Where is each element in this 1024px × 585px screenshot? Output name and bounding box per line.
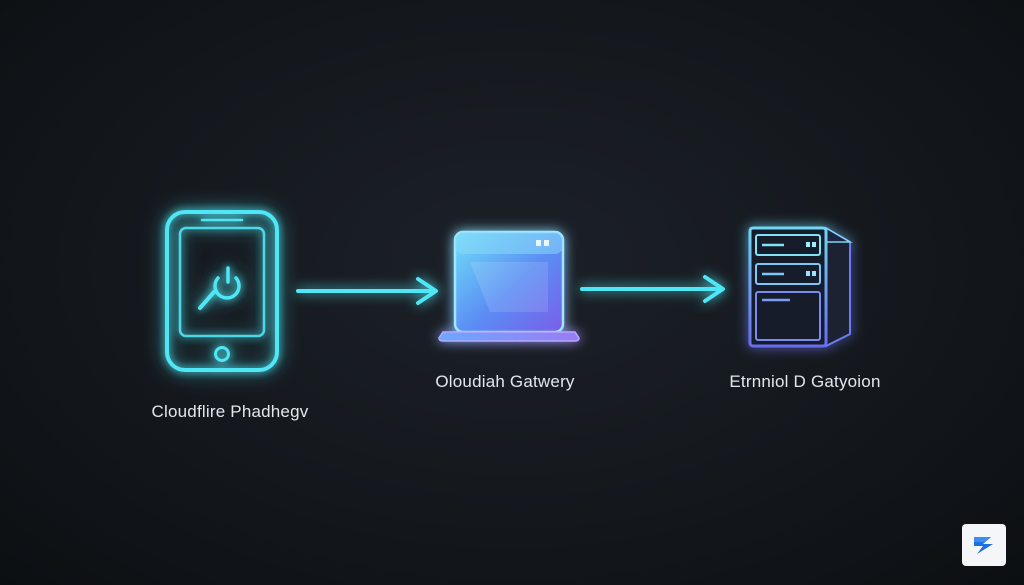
- phone-node-label: Cloudflire Phadhegv: [151, 402, 309, 421]
- zap-logo-glyph: [974, 537, 993, 554]
- smartphone-icon: [165, 210, 279, 372]
- laptop-icon: [438, 230, 580, 342]
- zap-logo-icon: [962, 524, 1006, 566]
- gateway-node-label: Oloudiah Gatwery: [435, 372, 575, 391]
- arrow-gateway-to-server: [580, 275, 725, 303]
- server-node-label: Etrnniol D Gatyoion: [729, 372, 881, 391]
- arrow-phone-to-gateway: [296, 277, 438, 305]
- server-tower-icon: [748, 226, 853, 348]
